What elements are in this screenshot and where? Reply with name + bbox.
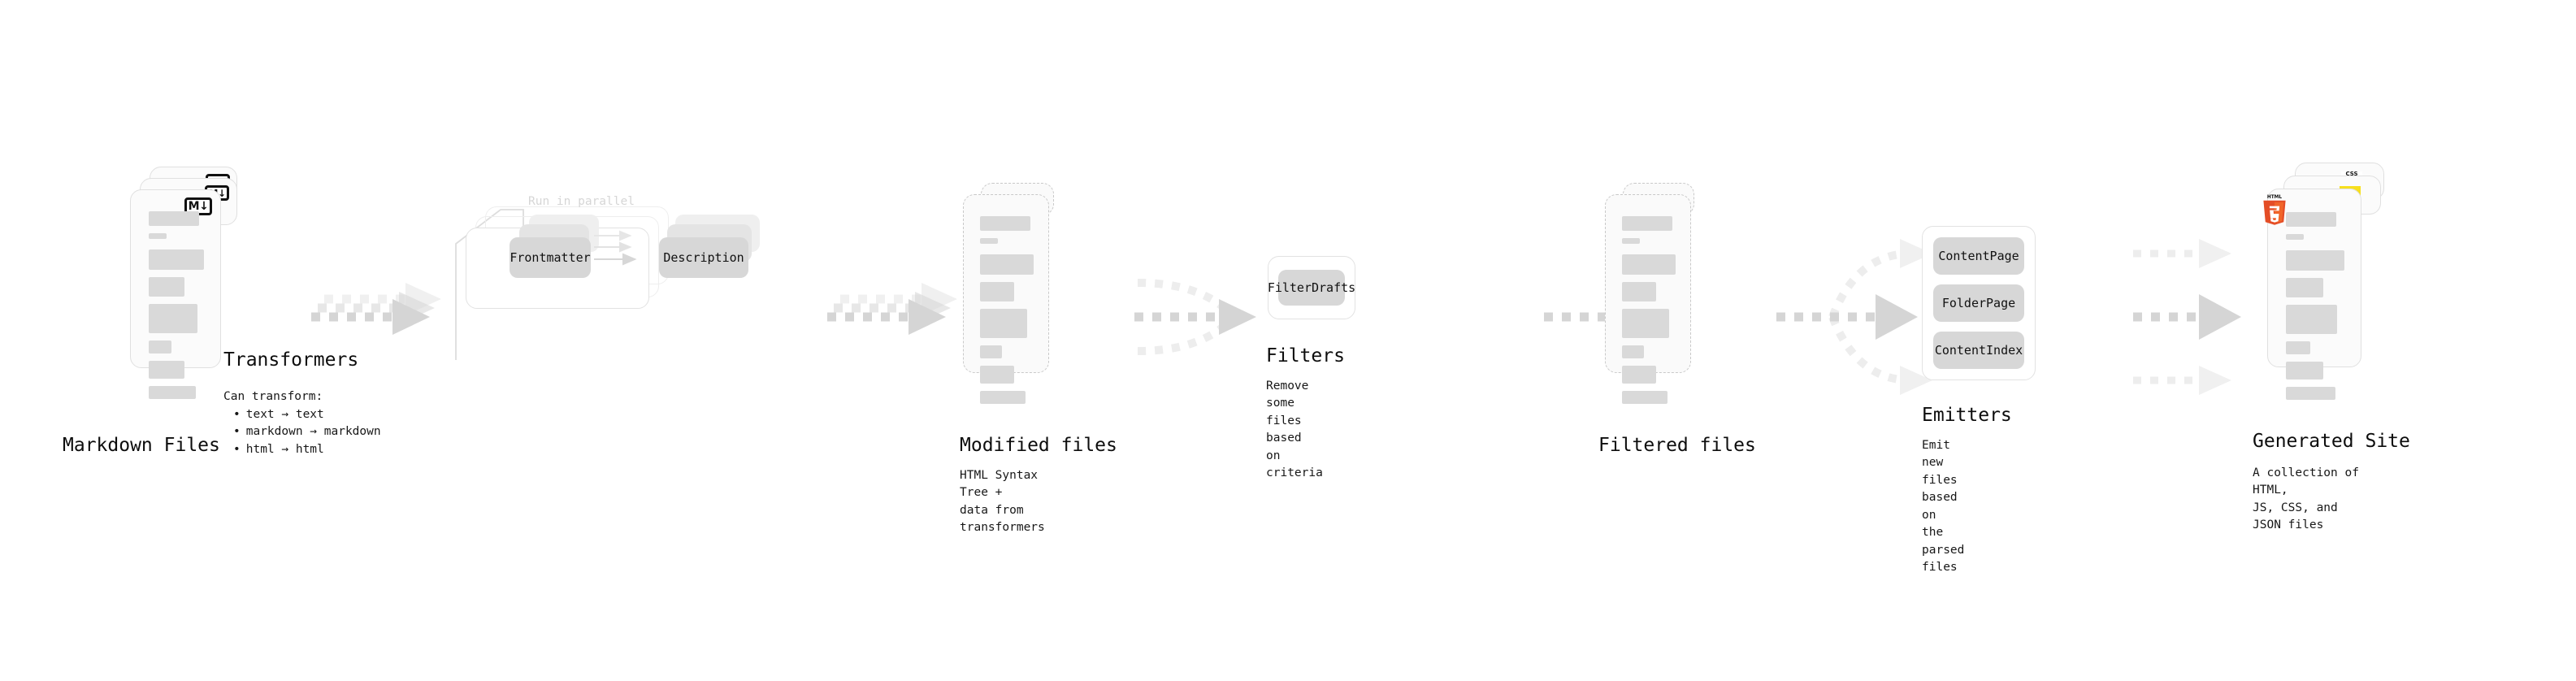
skeleton-bar [149,277,184,297]
document-skeleton [980,216,1034,411]
skeleton-bar [149,304,197,333]
skeleton-bar [149,233,167,239]
stage-title-filters: Filters [1266,345,1345,367]
modified-files-desc: HTML Syntax Tree + data from transformer… [960,469,1045,535]
markdown-icon: M↓ [184,197,212,215]
skeleton-bar [149,361,184,379]
skeleton-bar [980,366,1015,384]
skeleton-bar [1622,282,1657,301]
transformer-chip-description[interactable]: Description [659,237,748,278]
stage-title-filtered-files: Filtered files [1598,435,1756,456]
transformer-inner-arrows [594,230,637,266]
transformers-bullet-list: text → text markdown → markdown html → h… [223,406,381,458]
stage-modified-files: Modified files HTML Syntax Tree + data f… [960,183,1117,534]
generated-sheet-html: HTML [2263,189,2361,400]
emitters-desc: Emit new files based on the parsed files [1922,439,1965,575]
skeleton-bar [149,249,204,270]
modified-file-stack [963,183,1054,404]
markdown-file-stack: M↓ M↓ M↓ [130,167,237,399]
stage-title-markdown-files: Markdown Files [63,435,220,456]
arrow-filtered-to-emitters [1776,239,1932,395]
skeleton-bar [1622,309,1670,338]
stage-title-transformers: Transformers [223,349,359,371]
transformer-chip-frontmatter[interactable]: Frontmatter [510,237,591,278]
transformers-desc-head: Can transform: [223,390,323,403]
skeleton-bar [149,211,199,226]
svg-text:HTML: HTML [2267,195,2282,200]
filters-desc: Remove some files based on criteria [1266,380,1323,480]
skeleton-bar [1622,254,1676,275]
document-skeleton [1622,216,1676,411]
skeleton-bar [980,254,1034,275]
skeleton-bar [2286,234,2304,240]
skeleton-bar [980,282,1015,301]
stage-generated-site: CSS HTML [2253,163,2410,531]
skeleton-bar [980,238,998,244]
filtered-sheet-front [1605,194,1691,404]
skeleton-bar [149,340,171,354]
skeleton-bar [980,309,1028,338]
skeleton-bar [1622,238,1640,244]
document-skeleton [149,211,204,406]
skeleton-bar [1622,391,1668,404]
filter-chip-filterdrafts[interactable]: FilterDrafts [1268,270,1355,306]
generated-site-stack: CSS HTML [2263,163,2384,400]
skeleton-bar [2286,250,2344,271]
skeleton-bar [2286,387,2336,400]
stage-title-generated-site: Generated Site [2253,431,2410,452]
stage-filtered-files: Filtered files [1598,183,1756,456]
skeleton-bar [980,216,1030,231]
skeleton-bar [980,345,1003,358]
transformers-bullet: html → html [233,441,381,458]
emitter-chip-contentpage[interactable]: ContentPage [1933,237,2024,275]
emitter-chip-folderpage[interactable]: FolderPage [1933,284,2024,322]
filtered-file-stack [1605,183,1694,404]
skeleton-bar [2286,278,2324,297]
run-in-parallel-label: Run in parallel [528,195,635,208]
skeleton-bar [2286,212,2336,227]
skeleton-bar [1622,345,1645,358]
html5-icon: HTML [2261,194,2288,225]
skeleton-bar [2286,341,2310,354]
document-skeleton [2286,212,2344,407]
skeleton-bar [1622,366,1657,384]
transformers-bullet: markdown → markdown [233,423,381,440]
arrow-emitters-to-site [2133,239,2241,395]
skeleton-bar [2286,305,2338,334]
stage-title-emitters: Emitters [1922,405,2012,426]
markdown-sheet-front: M↓ [130,189,221,399]
html5-shield-svg: HTML [2263,195,2286,225]
arrow-markdown-to-transformers [311,283,441,335]
stage-title-modified-files: Modified files [960,435,1117,456]
skeleton-bar [980,391,1026,404]
arrow-transformers-to-modified [827,283,957,335]
skeleton-bar [1622,216,1672,231]
skeleton-bar [149,386,196,399]
skeleton-bar [2286,362,2324,380]
stage-markdown-files: M↓ M↓ M↓ Markdown Files [63,167,237,456]
modified-sheet-front [963,194,1049,404]
emitter-chip-contentindex[interactable]: ContentIndex [1933,332,2024,369]
arrow-modified-to-filters [1134,279,1256,355]
transformers-bullet: text → text [233,406,381,423]
generated-site-desc: A collection of HTML, JS, CSS, and JSON … [2253,466,2359,532]
